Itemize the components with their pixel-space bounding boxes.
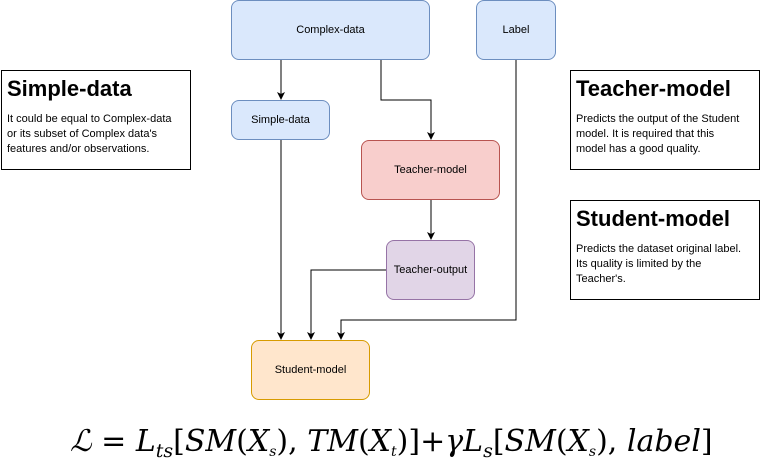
formula-x-3: X (567, 424, 589, 459)
formula-sm-1: SM (184, 424, 237, 459)
formula-s-subscript-1: s (269, 444, 277, 460)
label-node[interactable]: Label (476, 0, 556, 60)
student-model-note: Student-model Predicts the dataset origi… (570, 200, 760, 300)
formula-s-subscript-3: s (588, 444, 597, 460)
complex-data-node[interactable]: Complex-data (231, 0, 430, 60)
formula-loss-symbol: ℒ (70, 424, 92, 459)
edge-output-to-student (307, 269, 386, 340)
formula-tm: TM (307, 424, 358, 459)
formula-gamma: γ (445, 424, 464, 459)
simple-data-label: Simple-data (251, 114, 310, 126)
simple-data-node[interactable]: Simple-data (231, 100, 330, 140)
formula-x-1: X (247, 424, 270, 459)
simple-data-note: Simple-data It could be equal to Complex… (1, 70, 191, 170)
formula-s-subscript-2: s (483, 440, 493, 462)
teacher-output-label: Teacher-output (393, 264, 468, 276)
formula-x-2: X (369, 424, 392, 459)
teacher-output-node[interactable]: Teacher-output (386, 240, 475, 300)
student-model-label: Student-model (274, 364, 347, 376)
formula-l-ts: L (135, 424, 156, 459)
teacher-model-label: Teacher-model (394, 164, 467, 176)
teacher-model-note-body: Predicts the output of the Student model… (576, 113, 740, 155)
teacher-model-note: Teacher-model Predicts the output of the… (570, 70, 760, 170)
simple-data-note-body: It could be equal to Complex-data or its… (7, 113, 172, 155)
label-node-label: Label (502, 24, 530, 36)
formula-sm-2: SM (504, 424, 556, 459)
simple-data-note-title: Simple-data (7, 76, 132, 101)
formula-l-s: L (463, 424, 484, 459)
teacher-model-node[interactable]: Teacher-model (361, 140, 500, 200)
student-model-note-body: Predicts the dataset original label. Its… (576, 243, 742, 285)
loss-formula: ℒ = Lts[SM(Xs), TM(Xt)]+γLs[SM(Xs), labe… (70, 424, 713, 462)
complex-data-label: Complex-data (296, 24, 365, 36)
formula-label: label (626, 424, 701, 459)
formula-equals: = (101, 424, 127, 459)
student-model-note-title: Student-model (576, 206, 730, 231)
teacher-model-note-title: Teacher-model (576, 76, 731, 101)
edge-complex-to-teacher (380, 60, 435, 140)
student-model-node[interactable]: Student-model (251, 340, 370, 400)
formula-ts-subscript: ts (155, 440, 174, 462)
formula-t-subscript: t (391, 444, 397, 460)
